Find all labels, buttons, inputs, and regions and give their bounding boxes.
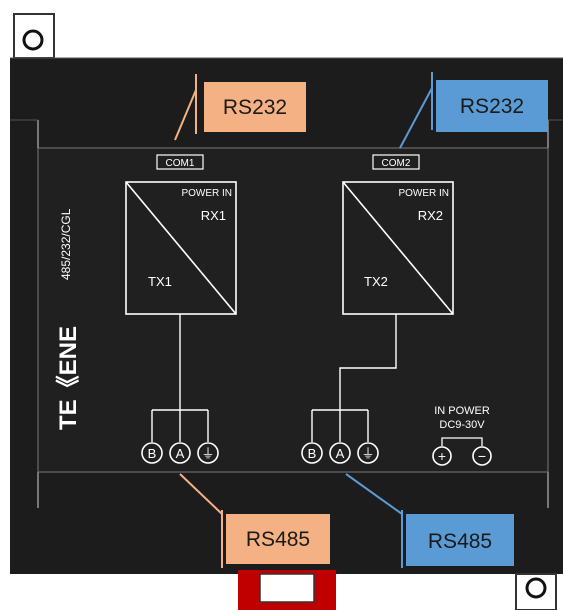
port-label: COM2: [382, 158, 411, 169]
circle-hole-icon: [525, 577, 547, 599]
channel-2: COM2 POWER IN RX2 TX2 B A ⏚: [301, 154, 454, 464]
callout-rs485-right: RS485: [428, 530, 492, 553]
terminal-b-label: B: [148, 446, 157, 461]
terminal-a: [169, 442, 191, 464]
callout-box-rs232-left: [204, 82, 306, 132]
rx-label: RX1: [201, 208, 226, 223]
ground-icon: [197, 442, 219, 464]
leader-line: [345, 473, 403, 515]
brand-group: TE《ENE 485/232/CGL: [55, 208, 82, 430]
terminal-ground-label: ⏚: [201, 446, 214, 461]
ground-icon: [357, 442, 379, 464]
minus-label: −: [478, 448, 486, 464]
power-in-label: POWER IN: [398, 188, 449, 199]
power-voltage: DC9-30V: [439, 419, 485, 431]
tx-label: TX1: [148, 274, 172, 289]
converter-block: [342, 181, 454, 315]
terminal-b-label: B: [308, 446, 317, 461]
terminal-ground-label: ⏚: [361, 446, 374, 461]
terminal-b: [141, 442, 163, 464]
power-title: IN POWER: [434, 405, 490, 417]
callout-rs232-right: RS232: [460, 95, 524, 118]
leader-line: [399, 87, 433, 149]
tx-label: TX2: [364, 274, 388, 289]
terminal-a-label: A: [336, 446, 345, 461]
plus-label: +: [438, 448, 446, 464]
leader-line: [179, 473, 223, 515]
callout-rs485-left: RS485: [246, 528, 310, 551]
callout-box-rs232-right: [436, 80, 548, 132]
terminal-a: [329, 442, 351, 464]
front-panel: [37, 147, 549, 473]
power-in-label: POWER IN: [181, 188, 232, 199]
brand-logo: TE《ENE: [55, 326, 82, 430]
port-label: COM1: [166, 158, 195, 169]
leader-line: [174, 89, 197, 141]
circle-hole-icon: [22, 29, 44, 51]
callout-box-rs485-left: [226, 514, 330, 564]
terminal-a-label: A: [176, 446, 185, 461]
model-number: 485/232/CGL: [59, 208, 73, 280]
callout-rs232-left: RS232: [223, 96, 287, 119]
rx-label: RX2: [418, 208, 443, 223]
power-minus-terminal: [472, 446, 492, 466]
converter-block: [125, 181, 237, 315]
power-input: IN POWER DC9-30V + −: [432, 405, 492, 466]
callout-box-rs485-right: [406, 514, 514, 566]
power-plus-terminal: [432, 446, 452, 466]
channel-1: COM1 POWER IN RX1 TX1 B A ⏚: [125, 154, 237, 464]
terminal-b: [301, 442, 323, 464]
